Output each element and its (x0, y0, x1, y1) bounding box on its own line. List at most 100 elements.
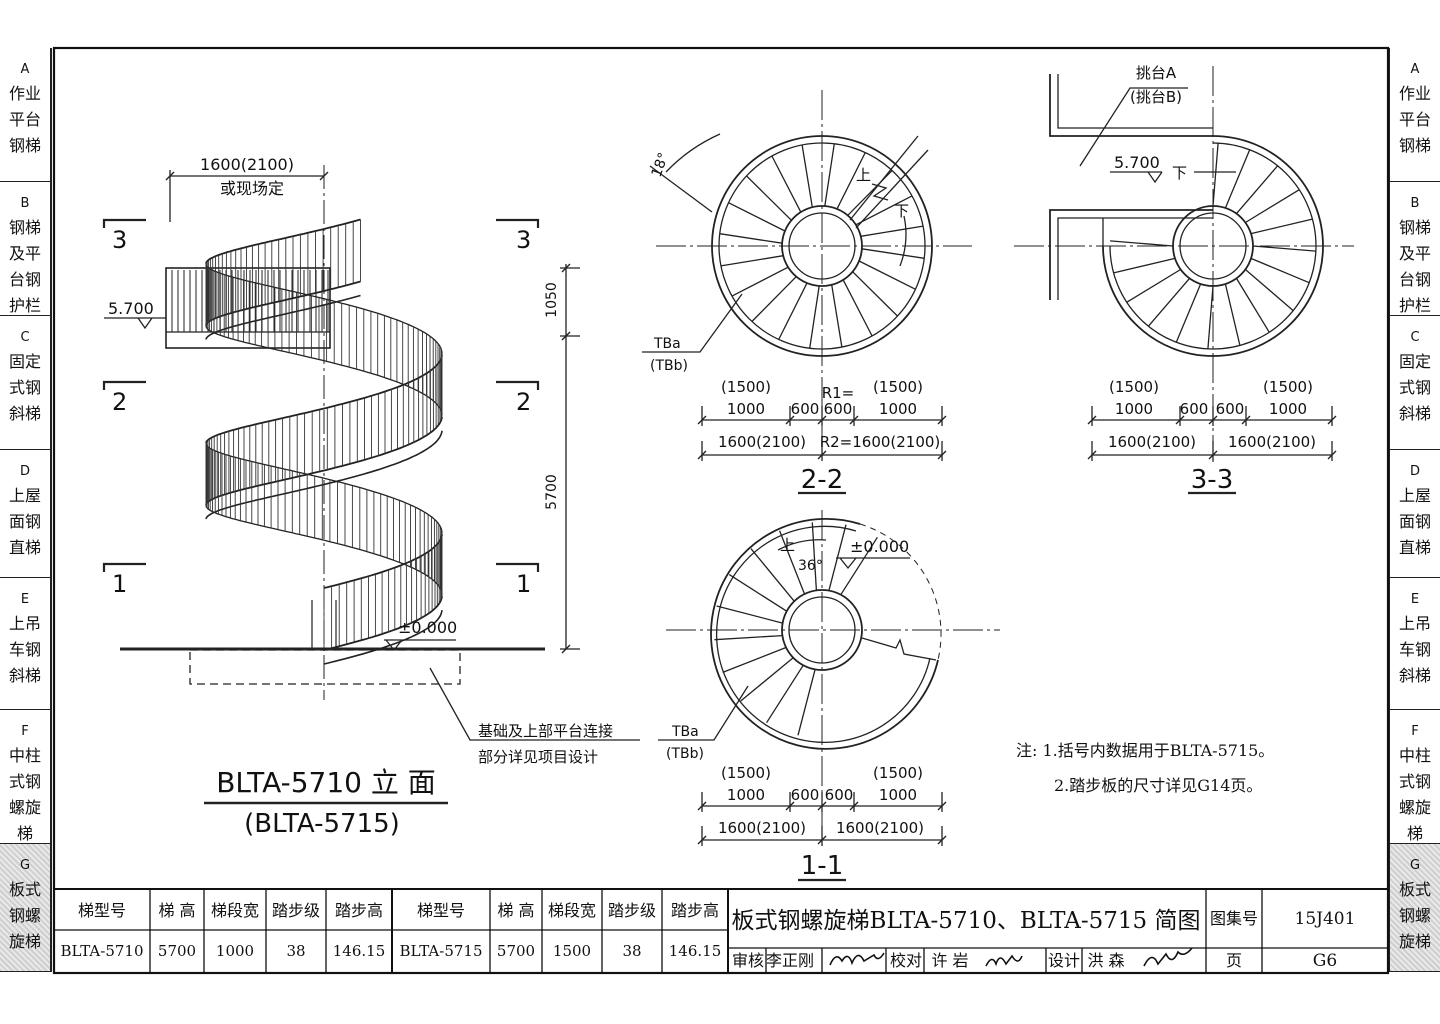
stair-tread-line (714, 634, 783, 641)
atlas-number: 15J401 (1295, 909, 1356, 929)
ground-elevation-label: ±0.000 (398, 618, 457, 637)
elev-11: ±0.000 (850, 537, 909, 556)
spec-header-cell: 梯型号 (78, 901, 126, 920)
dim-tick (937, 801, 947, 811)
spec-header-cell: 踏步高 (671, 901, 719, 920)
checker-name: 许 岩 (931, 951, 968, 970)
spec-value-cell: 1000 (216, 942, 254, 960)
dim-tick (1208, 415, 1218, 425)
dim-22-1000-right: 1000 (879, 400, 917, 418)
dim-tick (937, 450, 947, 460)
dim-22-top-left: (1500) (721, 378, 771, 396)
spec-value-cell: 146.15 (669, 942, 722, 960)
stair-tread-line (1224, 149, 1251, 209)
top-elevation-label: 5.700 (108, 299, 154, 318)
section-mark-2-right: 2 (516, 388, 531, 416)
atlas-label: 图集号 (1210, 909, 1258, 928)
stair-tread-line (746, 175, 792, 221)
stair-tread-line (722, 646, 787, 674)
stair-tread-line (855, 195, 913, 226)
elevation-subtitle: (BLTA-5715) (244, 809, 400, 839)
stair-tread-line (1245, 189, 1300, 224)
section-1-1-plan (658, 510, 1000, 882)
sidebar-tab-letter: F (21, 724, 29, 739)
stair-tread-line (797, 669, 816, 736)
sidebar-tab-label: 作业 平台 钢梯 (1398, 84, 1431, 155)
drawing-frame (52, 46, 1390, 975)
dim-tick (785, 415, 795, 425)
dim-22-1000-left: 1000 (727, 400, 765, 418)
dim-tick (817, 415, 827, 425)
elevation-text: 1600(2100) 或现场定 5.700 ±0.000 1050 5700 3… (108, 155, 613, 839)
sidebar-tab-letter: B (1410, 196, 1420, 211)
dim-tick (1087, 415, 1097, 425)
stair-tread-line (1250, 218, 1313, 235)
foundation-note-line1: 基础及上部平台连接 (478, 722, 613, 740)
stair-tread-line (778, 282, 808, 340)
review-label: 审核 (732, 951, 764, 970)
stair-tread-line (1244, 269, 1294, 312)
stair-tread-line (840, 536, 878, 596)
sidebar-tab-label: 板式 钢螺 旋梯 (8, 880, 41, 951)
stair-tread-line (771, 155, 802, 213)
stair-tread-line (831, 284, 843, 348)
page-number: G6 (1313, 951, 1337, 971)
dim-11-600-right: 600 (825, 786, 854, 804)
sidebar-tab-letter: F (1411, 724, 1419, 739)
up-label-22: 上 (856, 166, 871, 184)
spec-header-cell: 梯 高 (497, 901, 534, 920)
stair-tread-line (1207, 285, 1214, 349)
down-label-33: 下 (1172, 164, 1187, 182)
sidebar-tab-letter: G (1409, 858, 1421, 873)
section-3-3-plan (1014, 66, 1354, 495)
check-label: 校对 (890, 951, 922, 970)
spec-value-cell: 5700 (497, 942, 535, 960)
sidebar-tab-letter: E (20, 592, 30, 607)
dim-33-600-left: 600 (1180, 400, 1209, 418)
dim-22-600-right: 600 (824, 400, 853, 418)
dim-tick (1087, 450, 1097, 460)
sidebar-tab-label: 上屋 面钢 直梯 (1398, 486, 1431, 557)
checker-signature (985, 954, 1023, 967)
spec-value-cell: 5700 (158, 942, 196, 960)
stair-tread-line (801, 144, 813, 208)
platform-label-b: (挑台B) (1130, 88, 1182, 106)
stair-tread-line (740, 657, 794, 702)
stair-tread-line (1175, 283, 1202, 343)
stair-tread-line (1224, 283, 1241, 346)
dim-tick (1175, 415, 1185, 425)
stair-tread-line (809, 285, 820, 349)
section-2-2-plan (642, 90, 972, 495)
stair-tread-line (811, 522, 818, 591)
spec-header-cell: 踏步级 (272, 901, 320, 920)
stair-tread-line (751, 276, 797, 322)
stair-tread-line (750, 548, 795, 602)
stair-tread-line (1113, 257, 1176, 274)
spec-header-cell: 梯段宽 (548, 901, 596, 920)
sidebar-tab-label: 中柱 式钢 螺旋 梯 (8, 746, 41, 843)
dim-tick (785, 801, 795, 811)
sidebar-tab-letter: A (20, 62, 30, 77)
stair-tread-line (1147, 277, 1190, 327)
foundation-note-line2: 部分详见项目设计 (478, 748, 598, 766)
sidebar-tab-f[interactable]: F 中柱 式钢 螺旋 梯 (0, 710, 52, 844)
sidebar-tab-letter: G (19, 858, 31, 873)
stair-tread-line (720, 255, 784, 267)
stair-tread-line (1252, 245, 1316, 252)
tb-label-11: TBa (671, 724, 699, 740)
section-mark-1-left: 1 (112, 570, 127, 598)
tb2-label-11: (TBb) (666, 746, 704, 762)
stair-tread-line (719, 233, 783, 244)
elev-33: 5.700 (1114, 153, 1160, 172)
sidebar-tab-g[interactable]: G 板式 钢螺 旋梯 (0, 844, 52, 972)
section-mark-1-right: 1 (516, 570, 531, 598)
